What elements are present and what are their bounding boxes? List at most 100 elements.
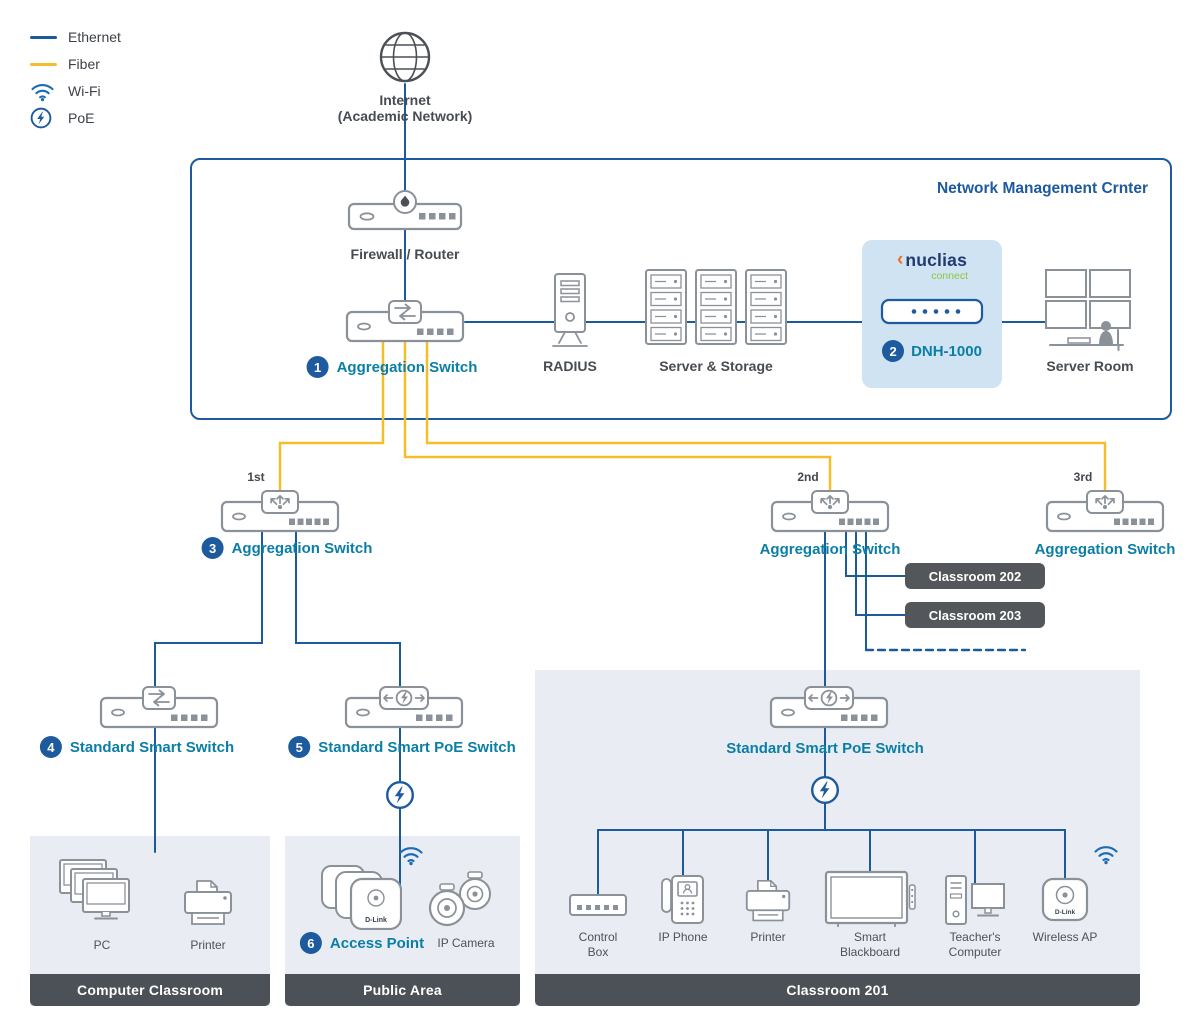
- radius-label: RADIUS: [543, 358, 597, 374]
- agg-switch-1-label-row: 1 Aggregation Switch: [306, 356, 478, 378]
- legend: Ethernet Fiber Wi-Fi: [30, 26, 121, 129]
- smart-switch-label-row: 4 Standard Smart Switch: [39, 736, 235, 758]
- computer-classroom-footer: Computer Classroom: [30, 974, 270, 1006]
- nuclias-chevron-icon: ‹: [896, 248, 904, 270]
- step-badge-5: 5: [288, 736, 311, 758]
- internet-label-line1: Internet: [379, 92, 431, 108]
- step-badge-4: 4: [39, 736, 62, 758]
- classroom-poe-switch-icon: [769, 686, 889, 729]
- pc-icon: [59, 859, 130, 920]
- radius-server-icon: [552, 273, 588, 347]
- nmc-title: Network Management Crnter: [936, 180, 1148, 197]
- internet-globe-icon: [379, 31, 431, 83]
- poe-icon: [385, 780, 415, 810]
- ip-camera-icon: [428, 871, 491, 927]
- classroom-printer-label-line1: Printer: [750, 930, 786, 944]
- printer-icon: [184, 880, 232, 925]
- agg-switch-2-label: Aggregation Switch: [231, 539, 373, 557]
- agg-switch-2-label-row: 3 Aggregation Switch: [201, 537, 373, 559]
- nuclias-logo: ‹ nuclias connect: [896, 248, 968, 282]
- ip-phone-label: IP Phone: [658, 930, 707, 945]
- teachers-computer-icon: [945, 875, 1005, 925]
- nuclias-sub-brand: connect: [931, 269, 968, 282]
- dnh-label-row: 2 DNH-1000: [882, 340, 982, 362]
- printer-label: Printer: [190, 938, 226, 952]
- legend-label-ethernet: Ethernet: [68, 29, 121, 45]
- ip-phone-icon: [661, 875, 704, 924]
- control-box-label-line2: Box: [587, 945, 609, 959]
- wifi-icon: [399, 847, 423, 866]
- ip-camera-label: IP Camera: [437, 936, 495, 950]
- step-badge-3: 3: [201, 537, 224, 559]
- wireless-ap-icon: D-Link: [1041, 877, 1089, 922]
- public-area-footer: Public Area: [285, 974, 520, 1006]
- pc-label: PC: [93, 938, 111, 952]
- tier-label-2nd: 2nd: [797, 470, 819, 484]
- teachers-computer-label-line1: Teacher's: [949, 930, 1001, 944]
- step-badge-1: 1: [306, 356, 329, 378]
- teachers-computer-label-line2: Computer: [948, 945, 1002, 959]
- ip-phone-label-line1: IP Phone: [658, 930, 708, 944]
- aggregation-switch-4-icon: [1045, 490, 1165, 533]
- smart-blackboard-icon: [824, 870, 916, 927]
- step-badge-2: 2: [882, 340, 905, 362]
- control-box-label-line1: Control: [578, 930, 618, 944]
- control-box-icon: [569, 894, 627, 916]
- legend-label-poe: PoE: [68, 110, 95, 126]
- server-storage-label: Server & Storage: [659, 358, 773, 374]
- wireless-ap-label-line1: Wireless AP: [1032, 930, 1098, 944]
- internet-label-line2: (Academic Network): [337, 108, 473, 124]
- smart-blackboard-label-line1: Smart: [853, 930, 887, 944]
- dnh-panel: ‹ nuclias connect 2 DNH-1000: [862, 240, 1002, 388]
- aggregation-switch-3-icon: [770, 490, 890, 533]
- agg-switch-1-label: Aggregation Switch: [336, 358, 478, 376]
- wifi-icon: [31, 83, 54, 101]
- nuclias-brand: nuclias: [905, 250, 968, 270]
- classroom-201-footer: Classroom 201: [535, 974, 1140, 1006]
- classroom-203-tag: Classroom 203: [905, 602, 1045, 628]
- smart-poe-switch-icon: [344, 686, 464, 729]
- step-badge-6: 6: [299, 932, 322, 954]
- smart-blackboard-label-line2: Blackboard: [839, 945, 901, 959]
- access-point-icon: D-Link: [321, 865, 402, 930]
- firewall-router-icon: [347, 190, 463, 231]
- firewall-label: Firewall / Router: [350, 246, 460, 262]
- legend-item-ethernet: Ethernet: [30, 26, 121, 48]
- server-storage-icon: [645, 269, 787, 345]
- flame-icon: [400, 195, 410, 207]
- internet-label: Internet (Academic Network): [338, 92, 473, 124]
- teachers-computer-label: Teacher's Computer: [949, 930, 1002, 960]
- poe-switch-label: Standard Smart PoE Switch: [318, 738, 516, 756]
- smart-switch-label: Standard Smart Switch: [69, 738, 235, 756]
- control-box-label: Control Box: [579, 930, 618, 960]
- aggregation-switch-1-icon: [345, 300, 465, 343]
- legend-item-fiber: Fiber: [30, 53, 121, 75]
- legend-label-wifi: Wi-Fi: [68, 83, 101, 99]
- classroom-202-tag: Classroom 202: [905, 563, 1045, 589]
- fiber-line-swatch: [30, 62, 57, 66]
- wifi-icon: [1094, 846, 1118, 865]
- server-room-icon: [1045, 269, 1131, 351]
- ap-brand-text: D-Link: [365, 917, 387, 924]
- poe-switch-label-row: 5 Standard Smart PoE Switch: [288, 736, 516, 758]
- legend-item-poe: PoE: [30, 107, 121, 129]
- poe-icon: [810, 775, 840, 805]
- aggregation-switch-2-icon: [220, 490, 340, 533]
- poe-icon: [30, 107, 52, 129]
- legend-label-fiber: Fiber: [68, 56, 100, 72]
- server-room-label: Server Room: [1046, 358, 1134, 374]
- classroom-printer-label: Printer: [750, 930, 785, 945]
- dnh-label: DNH-1000: [911, 342, 982, 360]
- legend-item-wifi: Wi-Fi: [30, 80, 121, 102]
- access-point-label-row: 6 Access Point: [299, 932, 425, 954]
- classroom-poe-switch-label: Standard Smart PoE Switch: [726, 740, 924, 757]
- agg-switch-3-label: Aggregation Switch: [759, 541, 901, 558]
- tier-label-3rd: 3rd: [1073, 470, 1093, 484]
- wireless-ap-label: Wireless AP: [1033, 930, 1098, 945]
- smart-blackboard-label: Smart Blackboard: [840, 930, 900, 960]
- ap-brand-text: D-Link: [1055, 909, 1076, 916]
- agg-switch-4-label: Aggregation Switch: [1034, 541, 1176, 558]
- access-point-label: Access Point: [329, 934, 425, 952]
- standard-smart-switch-icon: [99, 686, 219, 729]
